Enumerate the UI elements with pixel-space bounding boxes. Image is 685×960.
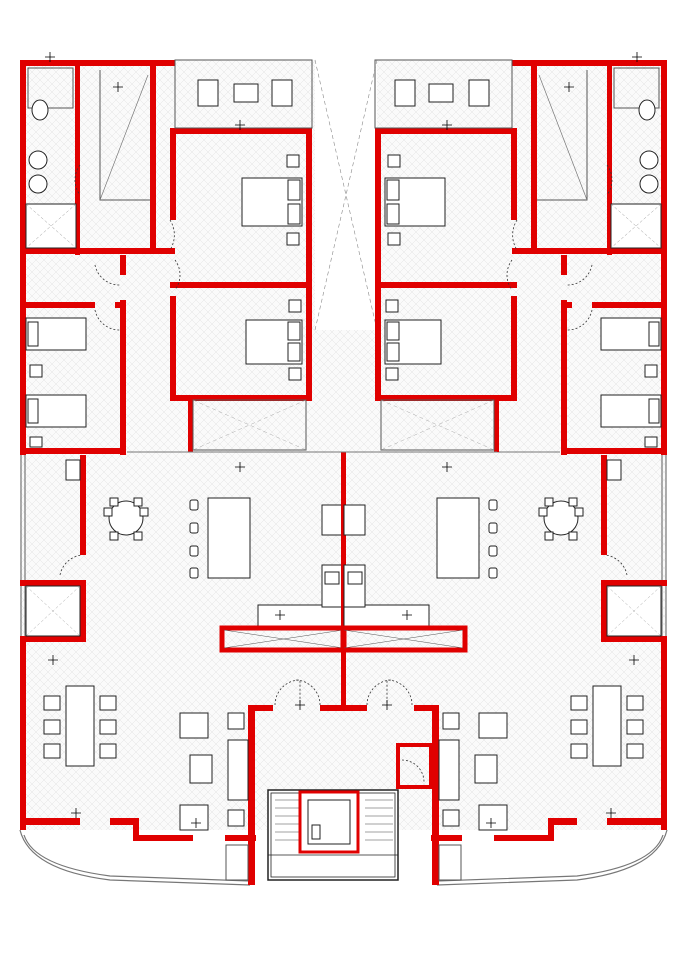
nightstand [29, 364, 43, 378]
armchair [179, 712, 209, 739]
side-table [227, 712, 245, 730]
door-swing[interactable] [74, 164, 81, 196]
elevator-shaft [298, 790, 360, 854]
coffee-table [233, 83, 259, 103]
kitchen-counter [257, 604, 344, 628]
entrance-door[interactable] [274, 679, 301, 706]
nightstand [288, 299, 302, 313]
wc-area [27, 67, 74, 109]
kitchen-appliance [321, 504, 344, 536]
door-swing[interactable] [94, 309, 121, 331]
washbasin-icon [28, 150, 48, 170]
bedroom-balcony [192, 399, 307, 451]
level-markers [45, 52, 305, 828]
armchair [179, 804, 209, 831]
door-swing[interactable] [94, 264, 121, 286]
dining-table [65, 685, 95, 767]
door-swing[interactable] [59, 554, 83, 576]
washbasin-icon [28, 174, 48, 194]
top-lounge [174, 59, 313, 129]
armchair [271, 79, 293, 107]
shaft-room [396, 743, 433, 789]
round-dining-table [108, 500, 144, 536]
light-well [315, 60, 377, 330]
dining-chair [43, 695, 61, 711]
door-swing[interactable] [169, 219, 175, 251]
bar-stool [189, 499, 199, 511]
kitchen-sink-counter [321, 564, 344, 608]
nightstand [286, 154, 300, 168]
planter-box [225, 844, 249, 881]
door-swing[interactable] [174, 259, 181, 291]
appliance [65, 459, 81, 481]
toilet-icon [31, 99, 49, 121]
coffee-table [189, 754, 213, 784]
kitchen-island [207, 497, 251, 579]
walls [20, 60, 347, 885]
nightstand [286, 232, 300, 246]
nightstand [288, 367, 302, 381]
side-table [227, 809, 245, 827]
door-swing[interactable] [401, 759, 425, 783]
sink-icon [324, 571, 340, 585]
armchair [197, 79, 219, 107]
curved-balcony-glass [19, 829, 251, 886]
sofa [227, 739, 249, 801]
stair-core [267, 789, 399, 881]
